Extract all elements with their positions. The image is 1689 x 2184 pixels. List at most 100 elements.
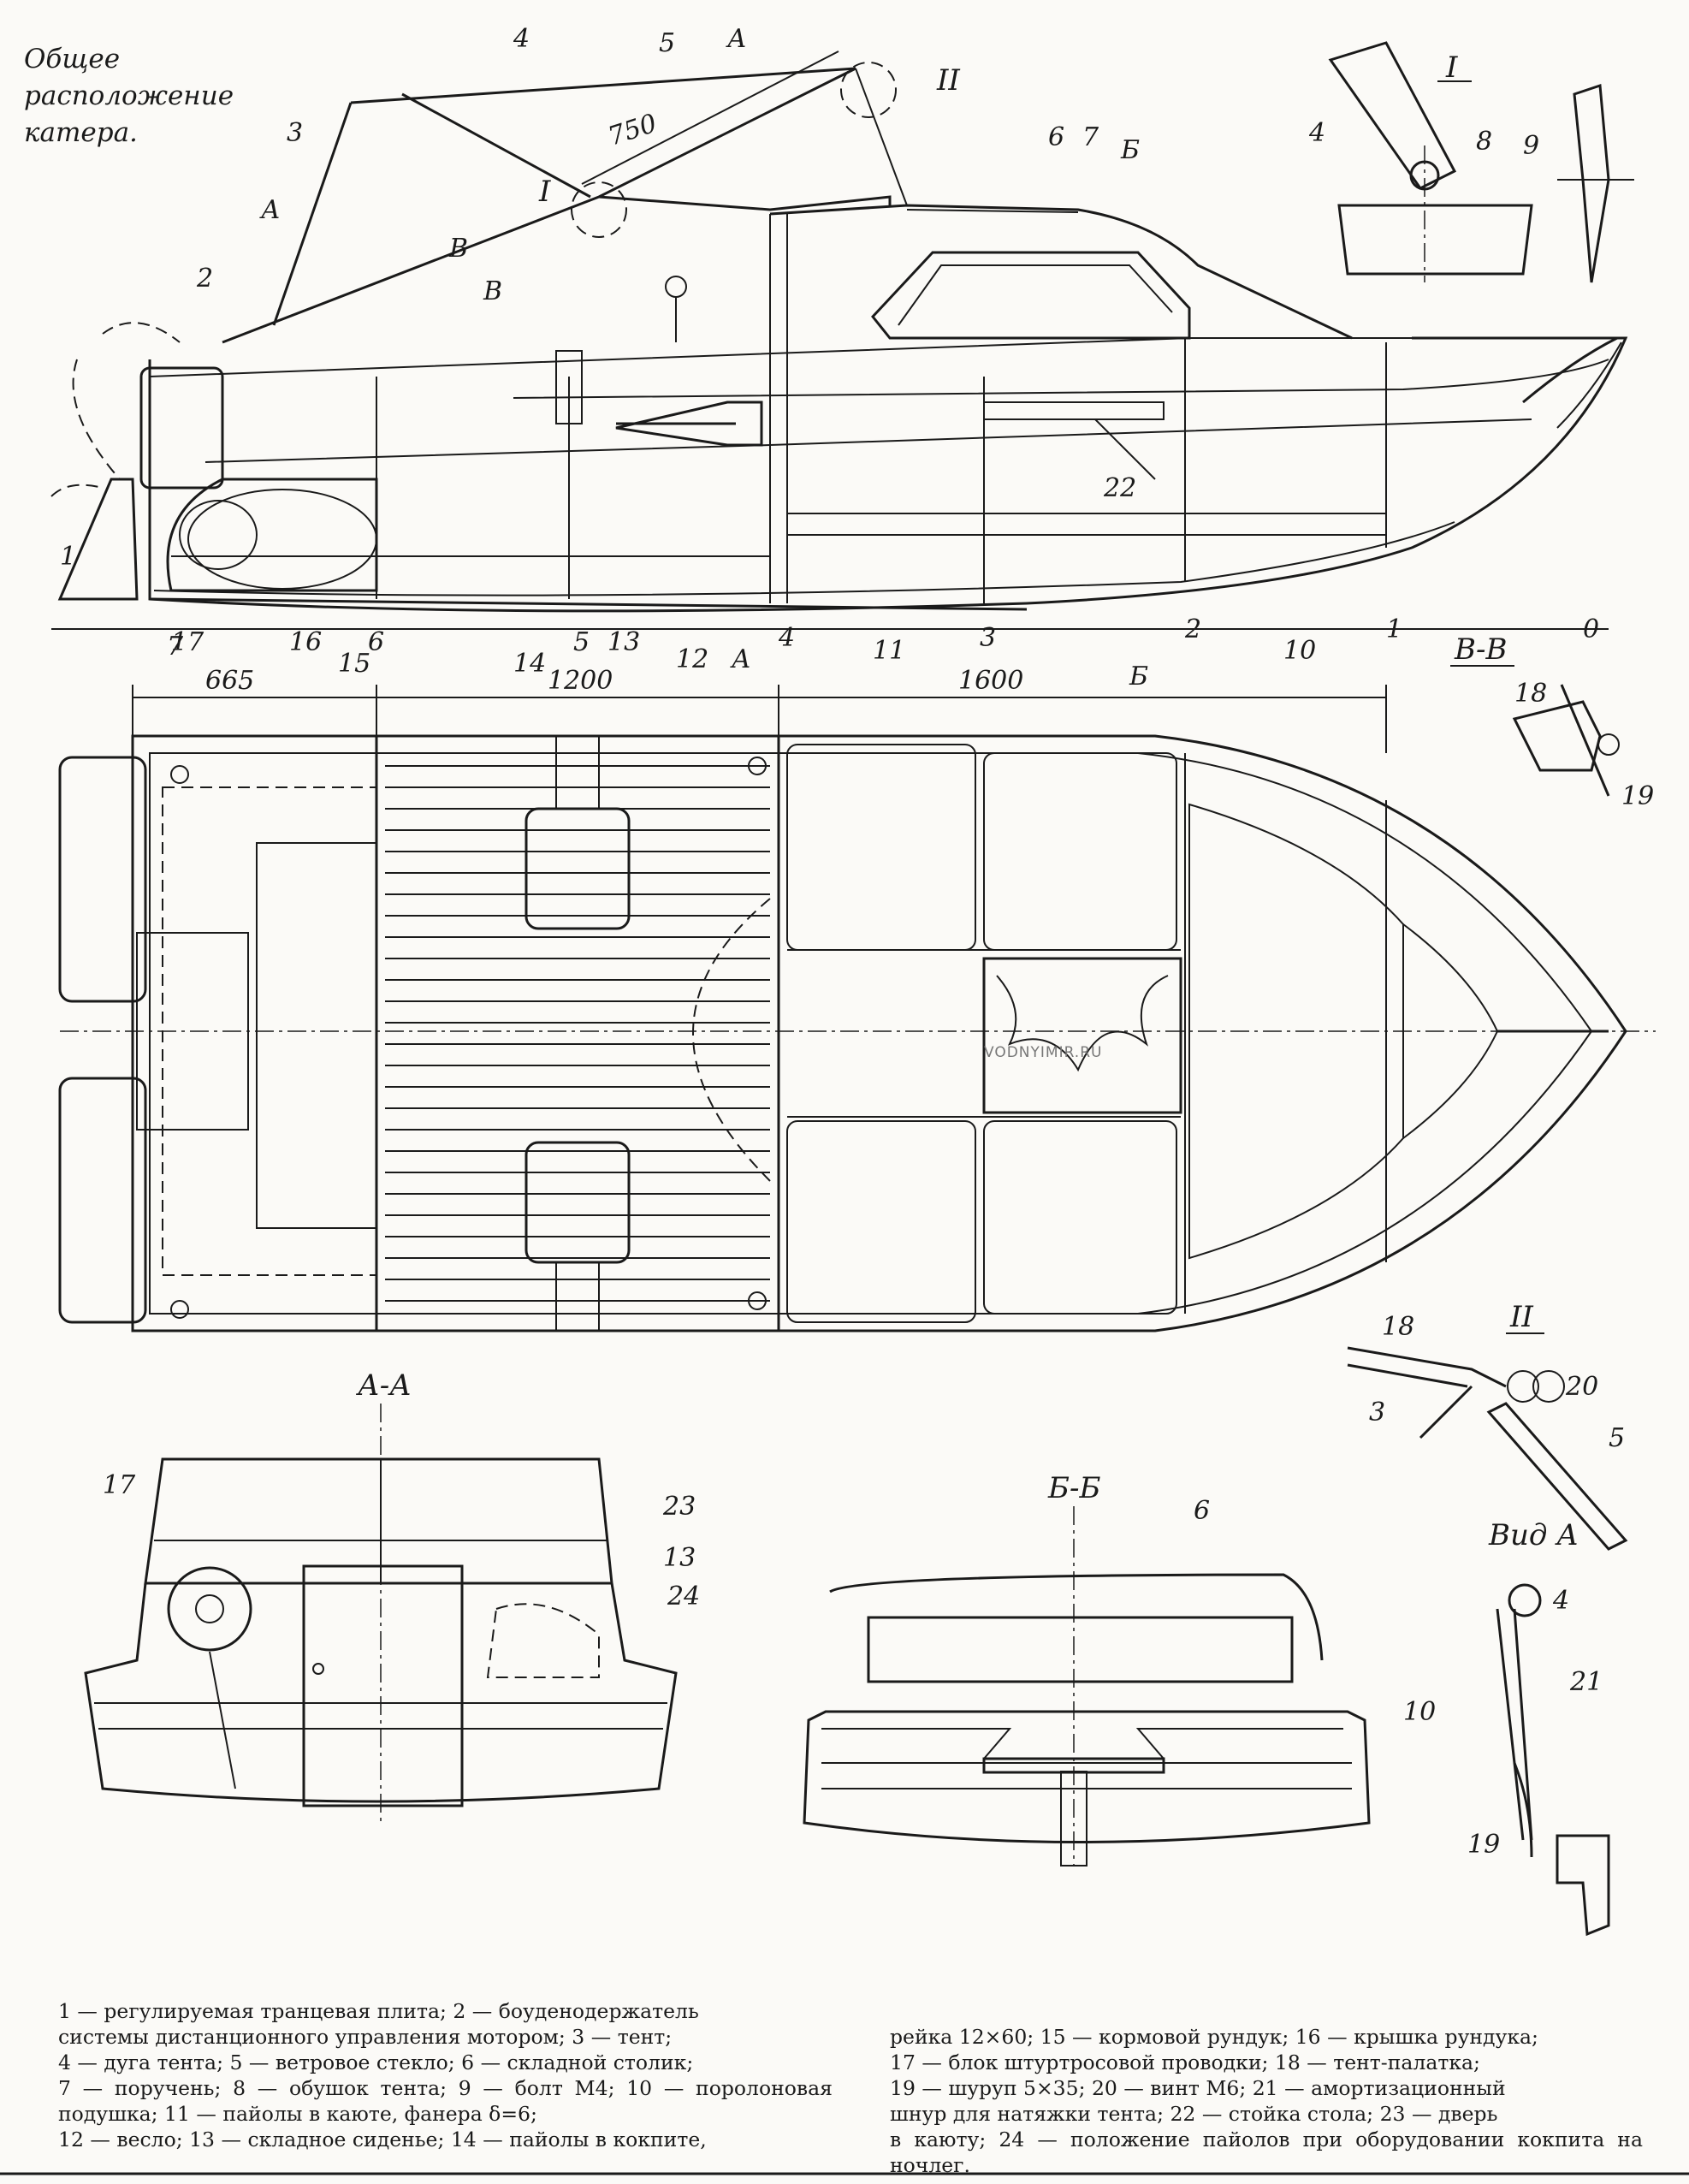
aft-locker xyxy=(166,478,378,592)
section-bb: Б-Б 6 10 xyxy=(803,1471,1436,1866)
pulley-1 xyxy=(170,765,189,784)
side-elevation: 750 А Б А В В А Б 7 6 5 4 3 2 1 0 1 2 3 … xyxy=(50,24,1628,691)
section-mark-v1: В xyxy=(448,234,468,264)
aa-callout-24: 24 xyxy=(667,1582,700,1611)
callout-6: 6 xyxy=(1048,122,1064,152)
hull-outline xyxy=(148,336,1628,613)
bb-table-post xyxy=(1060,1771,1087,1866)
station-5: 5 xyxy=(573,627,590,657)
view-mark-a: А xyxy=(259,195,281,225)
transom-box xyxy=(136,932,249,1131)
pulley-2 xyxy=(748,757,767,775)
seat-bottom xyxy=(524,1141,631,1264)
station-4: 4 xyxy=(778,623,795,653)
outboard-motor xyxy=(139,366,224,490)
section-mark-v2: В xyxy=(483,276,502,306)
cabin-window-inner xyxy=(898,264,1173,326)
cushion-1 xyxy=(786,744,976,951)
detail-1-callout-8: 8 xyxy=(1476,127,1492,157)
callout-10: 10 xyxy=(1283,636,1316,666)
locker-lid xyxy=(256,842,377,1229)
keel-line xyxy=(149,597,1028,611)
dim-1600: 1600 xyxy=(958,666,1023,696)
section-bb-title: Б-Б xyxy=(1047,1471,1100,1505)
detail-2-eye-2 xyxy=(1532,1370,1565,1403)
callout-I: I xyxy=(538,175,551,209)
deck-line xyxy=(149,337,1626,377)
station-2: 2 xyxy=(1184,614,1201,644)
legend-left: 1 — регулируемая транцевая плита; 2 — бо… xyxy=(58,1998,833,2152)
callout-5: 5 xyxy=(659,28,675,58)
cabin-window xyxy=(871,251,1191,340)
trim-plate xyxy=(57,478,139,601)
plan-hull xyxy=(131,734,1627,1332)
legend-left-line: 4 — дуга тента; 5 — ветровое стекло; 6 —… xyxy=(58,2050,694,2074)
legend-left-line: 1 — регулируемая транцевая плита; 2 — бо… xyxy=(58,1999,699,2023)
view-a-title: Вид А xyxy=(1488,1518,1579,1552)
callout-11: 11 xyxy=(873,636,905,666)
plan-callout-13: 13 xyxy=(607,627,640,657)
legend-left-line: системы дистанционного управления моторо… xyxy=(58,2025,673,2049)
cabin-roof xyxy=(769,204,1353,340)
callout-15: 15 xyxy=(338,649,370,679)
bb-window xyxy=(867,1616,1294,1683)
legend-left-line: 12 — весло; 13 — складное сиденье; 14 — … xyxy=(58,2128,707,2151)
detail-2-callout-18: 18 xyxy=(1382,1312,1414,1342)
callout-II: II xyxy=(936,63,960,98)
aa-callout-13: 13 xyxy=(663,1543,696,1573)
view-a-deck-fitting xyxy=(1556,1834,1610,1937)
section-vv-callout-18: 18 xyxy=(1514,679,1547,709)
detail-1-bow xyxy=(1328,41,1457,190)
callout-14: 14 xyxy=(513,649,546,679)
motor-right xyxy=(58,1077,147,1324)
callout-7: 7 xyxy=(1082,122,1099,152)
legend-right: рейка 12×60; 15 — кормовой рундук; 16 — … xyxy=(890,2024,1643,2178)
plan-callout-16: 16 xyxy=(289,627,322,657)
view-a: Вид А 4 21 19 xyxy=(1467,1518,1610,1937)
section-vv-title: В-В xyxy=(1454,632,1507,667)
drawing-title: Общее расположение катера. xyxy=(24,41,281,151)
title-line-1: Общее xyxy=(24,44,121,74)
seat-bottom-mount xyxy=(555,1261,600,1332)
legend-right-line: рейка 12×60; 15 — кормовой рундук; 16 — … xyxy=(890,2025,1538,2049)
door-swing xyxy=(692,898,771,1182)
handrail xyxy=(906,209,1079,213)
chine-line xyxy=(204,418,1532,463)
plan-gunwale xyxy=(149,752,1593,1315)
seat-top xyxy=(524,807,631,930)
tent-bow xyxy=(401,92,591,199)
section-mark-a-top: А xyxy=(726,24,747,54)
throttle-knob xyxy=(665,276,687,298)
legend-right-line: в каюту; 24 — положение пайолов при обор… xyxy=(890,2128,1643,2177)
legend-right-line: шнур для натяжки тента; 22 — стойка стол… xyxy=(890,2102,1498,2126)
section-vv: В-В 18 19 xyxy=(1450,632,1654,811)
aa-steering-wheel xyxy=(167,1566,252,1652)
seat-top-mount xyxy=(555,735,600,810)
pulley-4 xyxy=(748,1291,767,1310)
detail-2-windshield xyxy=(1486,1402,1628,1551)
aa-callout-17: 17 xyxy=(103,1470,136,1500)
callout-2: 2 xyxy=(196,264,213,294)
cushion-4 xyxy=(983,1120,1177,1315)
bb-bunks xyxy=(821,1728,1343,1760)
detail-2: II 18 3 20 5 xyxy=(1347,1300,1628,1551)
sheer-strake xyxy=(513,359,1609,399)
aa-floor-position xyxy=(486,1603,600,1678)
watermark: VODNYIMIR.RU xyxy=(984,1044,1103,1061)
callout-4: 4 xyxy=(513,24,530,54)
detail-2-title: II xyxy=(1509,1300,1533,1334)
legend-right-line: 17 — блок штуртросовой проводки; 18 — те… xyxy=(890,2050,1480,2074)
detail-1: I 4 8 9 xyxy=(1308,41,1634,283)
legend-right-line: 19 — шуруп 5×35; 20 — винт М6; 21 — амор… xyxy=(890,2076,1506,2100)
section-mark-b-bottom: Б xyxy=(1129,662,1148,691)
floor-line xyxy=(153,521,1455,596)
section-vv-block xyxy=(1512,700,1602,772)
view-a-callout-21: 21 xyxy=(1569,1667,1603,1697)
console xyxy=(555,350,583,424)
floor-slats xyxy=(385,765,770,1302)
dim-750: 750 xyxy=(605,109,661,152)
detail-1-base xyxy=(1337,204,1533,276)
cushion-3 xyxy=(786,1120,976,1323)
detail-2-tent xyxy=(1347,1346,1507,1388)
